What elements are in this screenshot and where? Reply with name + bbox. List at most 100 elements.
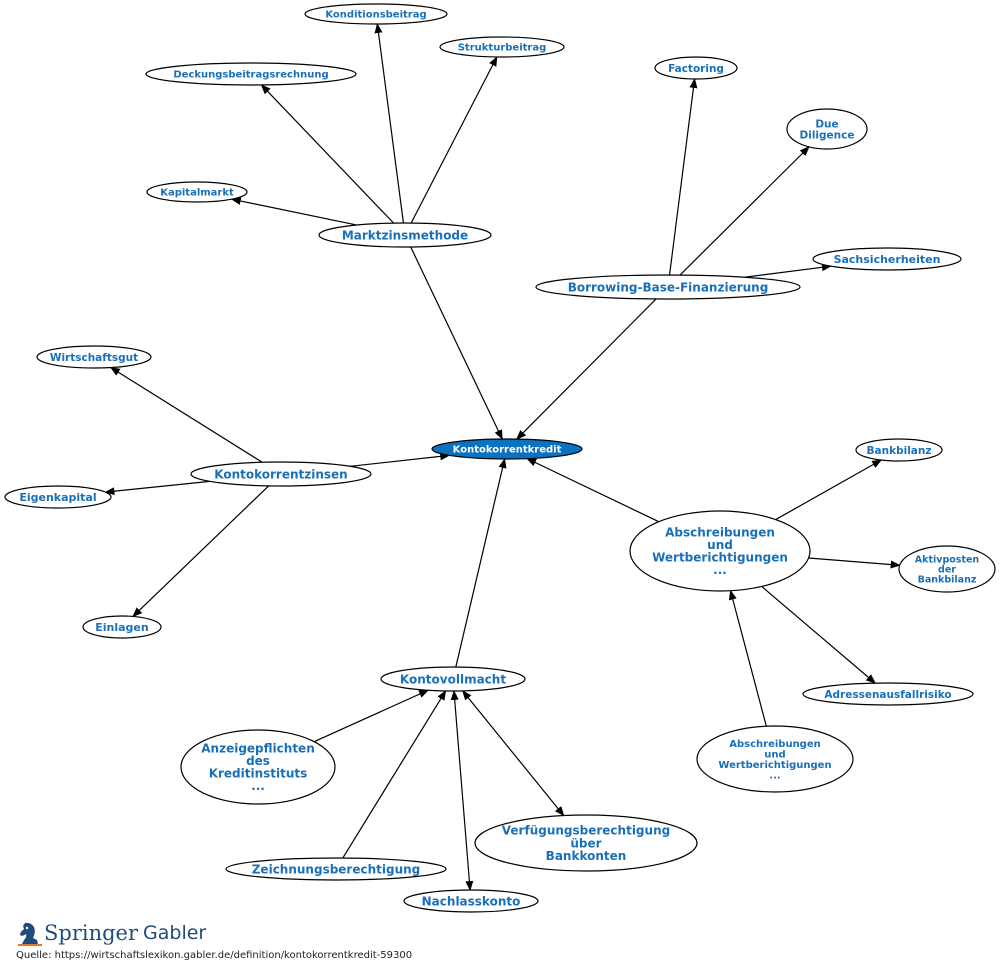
- springer-gabler-logo: Springer Gabler: [16, 920, 206, 946]
- node-ellipse: [786, 108, 868, 150]
- node-label: Diligence: [800, 129, 855, 141]
- node-deckungsbeitragsrechnung[interactable]: Deckungsbeitragsrechnung: [145, 62, 357, 86]
- brand-gabler: Gabler: [143, 922, 207, 944]
- edge-abschreibungen-main-to-aktivposten: [808, 557, 901, 569]
- node-label: Abschreibungen: [665, 525, 775, 539]
- edges: [104, 23, 901, 891]
- edge-abschreibungen-main-to-bankbilanz: [775, 459, 883, 521]
- node-bankbilanz[interactable]: Bankbilanz: [855, 438, 943, 462]
- node-ellipse: [304, 3, 448, 25]
- source-caption: Quelle: https://wirtschaftslexikon.gable…: [16, 950, 413, 961]
- node-sachsicherheiten[interactable]: Sachsicherheiten: [812, 247, 962, 271]
- node-ellipse: [535, 274, 801, 300]
- node-ellipse: [36, 345, 152, 369]
- node-label: über: [570, 836, 601, 850]
- node-wirtschaftsgut[interactable]: Wirtschaftsgut: [36, 345, 152, 369]
- node-label: Verfügungsberechtigung: [502, 824, 670, 838]
- node-nachlasskonto[interactable]: Nachlasskonto: [403, 889, 539, 913]
- node-ellipse: [180, 729, 336, 805]
- node-label: der: [938, 564, 956, 575]
- node-label: Bankkonten: [546, 849, 627, 863]
- edge-marktzinsmethode-to-strukturbeitrag: [410, 56, 498, 224]
- edge-kontokorrentzinsen-to-einlagen: [132, 485, 270, 618]
- node-ellipse: [431, 438, 583, 460]
- nodes: Kontokorrentkredit KonditionsbeitragStruk…: [4, 3, 996, 913]
- edge-anzeigepflichten-to-kontovollmacht: [313, 689, 429, 743]
- node-strukturbeitrag[interactable]: Strukturbeitrag: [439, 36, 565, 58]
- node-label: Abschreibungen: [729, 739, 821, 750]
- edge-borrowing-base-to-center: [516, 298, 657, 440]
- node-ellipse: [439, 36, 565, 58]
- node-label: Kapitalmarkt: [160, 188, 234, 199]
- node-label: Eigenkapital: [19, 491, 96, 504]
- node-ellipse: [225, 857, 447, 881]
- node-ellipse: [146, 181, 248, 203]
- node-label: Kontokorrentzinsen: [214, 467, 347, 481]
- node-label: Konditionsbeitrag: [325, 10, 426, 21]
- edge-borrowing-base-to-due-diligence: [679, 146, 810, 276]
- node-kapitalmarkt[interactable]: Kapitalmarkt: [146, 181, 248, 203]
- node-abschreibungen-sub[interactable]: AbschreibungenundWertberichtigungen...: [696, 725, 854, 793]
- node-label: Kontovollmacht: [400, 672, 506, 686]
- node-label: des: [246, 754, 270, 768]
- edge-kontokorrentzinsen-to-eigenkapital: [104, 480, 210, 496]
- node-adressenausfallrisiko[interactable]: Adressenausfallrisiko: [802, 682, 974, 706]
- node-einlagen[interactable]: Einlagen: [82, 615, 162, 639]
- node-label: ...: [251, 779, 265, 793]
- node-ellipse: [318, 222, 492, 248]
- node-label: Wirtschaftsgut: [50, 352, 138, 364]
- edge-abschreibungen-main-to-adressenausfallrisiko: [761, 586, 876, 684]
- node-label: Deckungsbeitragsrechnung: [173, 70, 328, 81]
- node-label: Sachsicherheiten: [834, 253, 941, 266]
- node-ellipse: [855, 438, 943, 462]
- node-ellipse: [474, 814, 698, 872]
- node-label: Bankbilanz: [918, 574, 977, 585]
- node-label: Aktivposten: [915, 554, 980, 565]
- node-label: Adressenausfallrisiko: [824, 689, 951, 701]
- node-label: Anzeigepflichten: [201, 741, 314, 755]
- edge-kontovollmacht-to-verfuegungsberechtigung: [462, 690, 565, 817]
- node-ellipse: [696, 725, 854, 793]
- node-ellipse: [654, 56, 738, 80]
- node-label: Kontokorrentkredit: [453, 445, 562, 456]
- edge-abschreibungen-sub-to-abschreibungen-main: [728, 589, 767, 727]
- node-ellipse: [629, 510, 811, 592]
- node-ellipse: [4, 485, 112, 509]
- node-borrowing-base[interactable]: Borrowing-Base-Finanzierung: [535, 274, 801, 300]
- node-label: Wertberichtigungen: [718, 760, 831, 771]
- node-label: ...: [713, 563, 727, 577]
- node-label: Kreditinstituts: [209, 767, 308, 781]
- node-anzeigepflichten[interactable]: AnzeigepflichtendesKreditinstituts...: [180, 729, 336, 805]
- node-eigenkapital[interactable]: Eigenkapital: [4, 485, 112, 509]
- knight-chess-icon: [18, 922, 42, 946]
- node-center[interactable]: Kontokorrentkredit: [431, 438, 583, 460]
- node-ellipse: [802, 682, 974, 706]
- edge-kontokorrentzinsen-to-center: [350, 452, 451, 467]
- brand-springer: Springer: [44, 921, 139, 945]
- node-label: und: [707, 538, 733, 552]
- node-ellipse: [190, 461, 372, 487]
- node-kontokorrentzinsen[interactable]: Kontokorrentzinsen: [190, 461, 372, 487]
- node-label: Factoring: [668, 63, 724, 75]
- node-abschreibungen-main[interactable]: AbschreibungenundWertberichtigungen...: [629, 510, 811, 592]
- node-label: Strukturbeitrag: [458, 43, 547, 54]
- node-konditionsbeitrag[interactable]: Konditionsbeitrag: [304, 3, 448, 25]
- node-label: Nachlasskonto: [422, 894, 521, 908]
- node-factoring[interactable]: Factoring: [654, 56, 738, 80]
- node-label: Marktzinsmethode: [342, 228, 468, 242]
- node-label: Wertberichtigungen: [652, 551, 788, 565]
- edge-kontovollmacht-to-center: [455, 458, 507, 668]
- edge-borrowing-base-to-factoring: [668, 78, 698, 276]
- node-kontovollmacht[interactable]: Kontovollmacht: [380, 666, 526, 692]
- node-label: Bankbilanz: [867, 445, 932, 457]
- node-ellipse: [145, 62, 357, 86]
- node-label: ...: [769, 770, 780, 781]
- node-label: Borrowing-Base-Finanzierung: [568, 280, 769, 294]
- node-marktzinsmethode[interactable]: Marktzinsmethode: [318, 222, 492, 248]
- node-zeichnungsberechtigung[interactable]: Zeichnungsberechtigung: [225, 857, 447, 881]
- edge-zeichnungsberechtigung-to-kontovollmacht: [342, 690, 447, 859]
